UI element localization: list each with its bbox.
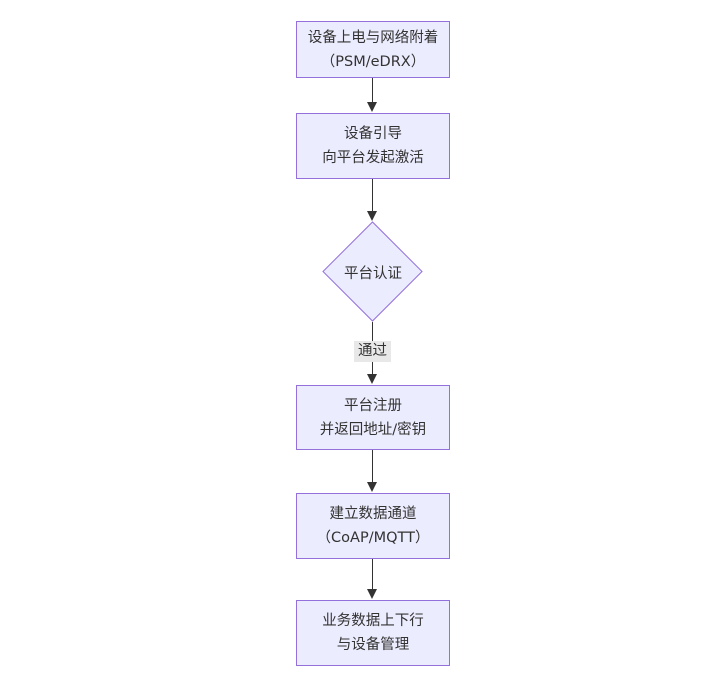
- node-data-channel: 建立数据通道 （CoAP/MQTT）: [296, 493, 450, 559]
- node-text-line: 设备上电与网络附着: [307, 29, 439, 46]
- node-device-power-attach: 设备上电与网络附着 （PSM/eDRX）: [296, 21, 450, 78]
- edge-line-2: [372, 179, 373, 212]
- node-platform-register: 平台注册 并返回地址/密钥: [296, 385, 450, 450]
- node-text-line: 建立数据通道: [329, 506, 417, 522]
- edge-line-4: [372, 450, 373, 483]
- node-device-bootstrap: 设备引导 向平台发起激活: [296, 113, 450, 179]
- arrowhead-icon: [367, 589, 377, 599]
- node-text-line: 与设备管理: [336, 637, 410, 653]
- node-text-line: 并返回地址/密钥: [319, 421, 427, 438]
- node-text-line: 平台认证: [344, 265, 402, 282]
- arrowhead-icon: [367, 374, 377, 384]
- edge-line-1: [372, 78, 373, 103]
- node-text-line: 向平台发起激活: [322, 150, 424, 166]
- arrowhead-icon: [367, 102, 377, 112]
- edge-label-pass: 通过: [354, 341, 391, 362]
- node-text-line: 业务数据上下行: [322, 613, 424, 629]
- node-text-line: （CoAP/MQTT）: [316, 530, 430, 546]
- node-text-line: 设备引导: [344, 126, 402, 142]
- node-text-line: （PSM/eDRX）: [320, 53, 426, 70]
- node-text-line: 平台注册: [344, 397, 402, 414]
- edge-line-5: [372, 559, 373, 590]
- node-business-data: 业务数据上下行 与设备管理: [296, 600, 450, 666]
- node-platform-auth-decision: 平台认证: [322, 221, 424, 323]
- arrowhead-icon: [367, 211, 377, 221]
- arrowhead-icon: [367, 482, 377, 492]
